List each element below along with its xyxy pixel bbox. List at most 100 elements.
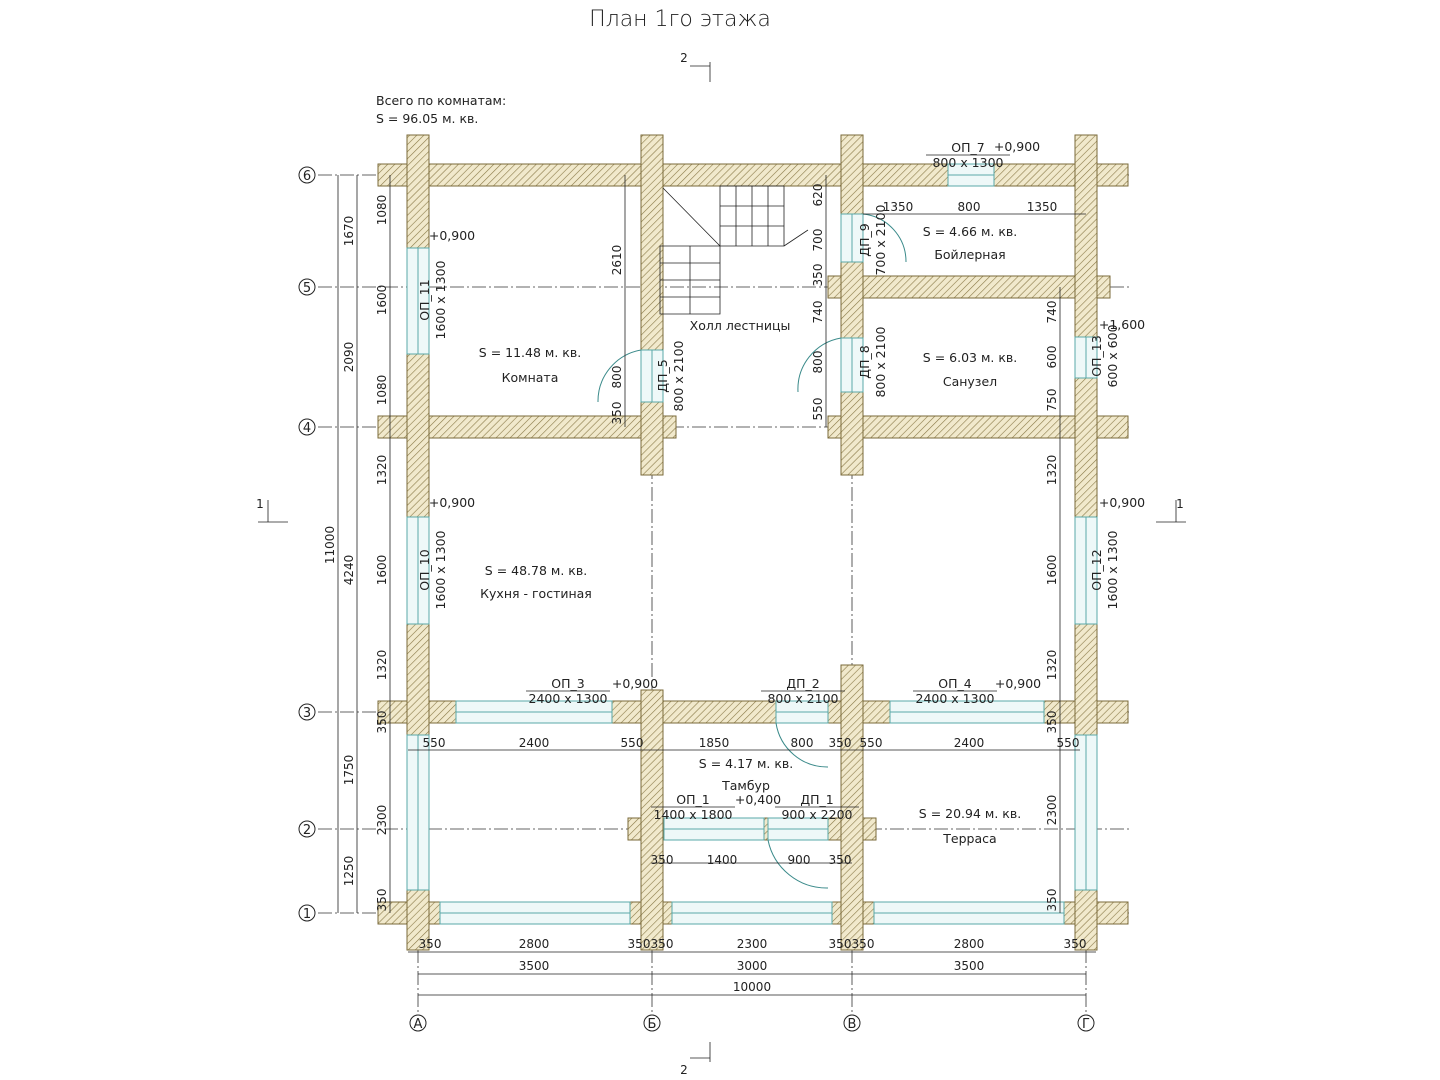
dimension-label: 10000 bbox=[733, 980, 771, 994]
axis-label-row: 3 bbox=[303, 706, 311, 721]
opening-id: ОП_1 bbox=[676, 792, 709, 807]
dimension-label: 350 bbox=[1045, 889, 1059, 912]
dimension-label: 1080 bbox=[375, 195, 389, 226]
opening-size: 800 x 2100 bbox=[873, 326, 888, 397]
door-dp9 bbox=[862, 213, 907, 263]
room-name: Холл лестницы bbox=[690, 318, 791, 333]
opening-id: ОП_10 bbox=[417, 549, 432, 590]
dimension-label: 11000 bbox=[323, 526, 337, 564]
dimension-label: 1670 bbox=[342, 216, 356, 247]
dimension-label: 1080 bbox=[375, 375, 389, 406]
dimension-label: 2090 bbox=[342, 342, 356, 373]
section-mark-left: 1 bbox=[256, 497, 264, 511]
opening-size: 1600 x 1300 bbox=[433, 530, 448, 609]
dimension-label: 750 bbox=[1045, 389, 1059, 412]
dimension-label: 350 bbox=[651, 853, 674, 867]
opening-level: +0,400 bbox=[735, 792, 781, 807]
axis-bubble bbox=[843, 1014, 861, 1032]
dimension-label: 550 bbox=[811, 398, 825, 421]
staircase bbox=[659, 185, 809, 315]
wall bbox=[827, 275, 1111, 299]
section-mark-bottom: 2 bbox=[680, 1063, 688, 1077]
dimension-label: 350 bbox=[375, 889, 389, 912]
axis-label-row: 2 bbox=[303, 823, 311, 838]
dimension-label: 800 bbox=[811, 351, 825, 374]
dimension-label: 600 bbox=[1045, 346, 1059, 369]
room-area: S = 4.17 м. кв. bbox=[699, 756, 793, 771]
dimension-label: 1350 bbox=[1027, 200, 1058, 214]
dimension-label: 1850 bbox=[699, 736, 730, 750]
summary-total: S = 96.05 м. кв. bbox=[376, 111, 478, 126]
opening-level: +0,900 bbox=[429, 228, 475, 243]
opening-level: +0,900 bbox=[429, 495, 475, 510]
dimension-label: 350 bbox=[829, 736, 852, 750]
dimension-label: 800 bbox=[958, 200, 981, 214]
opening-size: 600 x 600 bbox=[1105, 324, 1120, 387]
axis-bubble bbox=[298, 166, 316, 184]
axis-label-row: 6 bbox=[303, 169, 311, 184]
dimension-label: 350 bbox=[811, 264, 825, 287]
dimension-label: 550 bbox=[1057, 736, 1080, 750]
dimension-label: 800 bbox=[610, 366, 624, 389]
dimension-label: 350 bbox=[829, 937, 852, 951]
dimension-label: 1600 bbox=[375, 285, 389, 316]
dimension-label: 350 bbox=[419, 937, 442, 951]
door-dp5 bbox=[597, 349, 642, 403]
axis-bubble bbox=[409, 1014, 427, 1032]
dimension-label: 350 bbox=[610, 402, 624, 425]
opening-id: ОП_3 bbox=[551, 676, 584, 691]
dimension-label: 700 bbox=[811, 229, 825, 252]
dimension-label: 550 bbox=[423, 736, 446, 750]
axis-label-row: 1 bbox=[303, 907, 311, 922]
opening-size: 1600 x 1300 bbox=[433, 260, 448, 339]
wall bbox=[377, 163, 1129, 187]
dimension-label: 350 bbox=[651, 937, 674, 951]
opening-level: +0,900 bbox=[995, 676, 1041, 691]
opening-id: ДП_9 bbox=[857, 223, 872, 256]
dimension-label: 3500 bbox=[954, 959, 985, 973]
dimension-label: 1600 bbox=[375, 555, 389, 586]
axis-label-col: Г bbox=[1082, 1017, 1090, 1032]
axis-label-col: В bbox=[848, 1017, 857, 1032]
opening-id: ДП_8 bbox=[857, 345, 872, 378]
dimension-label: 2400 bbox=[954, 736, 985, 750]
dimension-label: 1320 bbox=[1045, 650, 1059, 681]
opening-id: ОП_11 bbox=[417, 279, 432, 320]
dimension-label: 350 bbox=[1064, 937, 1087, 951]
dimension-label: 2610 bbox=[610, 245, 624, 276]
opening-size: 1400 x 1800 bbox=[654, 807, 733, 822]
opening-id: ДП_2 bbox=[786, 676, 819, 691]
opening-size: 800 x 2100 bbox=[671, 340, 686, 411]
axis-bubble bbox=[298, 703, 316, 721]
opening-level: +0,900 bbox=[1099, 495, 1145, 510]
dimension-label: 2400 bbox=[519, 736, 550, 750]
dimension-label: 3000 bbox=[737, 959, 768, 973]
dimension-label: 740 bbox=[811, 301, 825, 324]
opening-size: 800 x 1300 bbox=[932, 155, 1003, 170]
room-area: S = 11.48 м. кв. bbox=[479, 345, 581, 360]
room-name: Санузел bbox=[943, 374, 997, 389]
room-name: Кухня - гостиная bbox=[480, 586, 592, 601]
dimension-label: 3500 bbox=[519, 959, 550, 973]
room-name: Терраса bbox=[942, 831, 996, 846]
dimension-label: 900 bbox=[788, 853, 811, 867]
room-area: S = 20.94 м. кв. bbox=[919, 806, 1021, 821]
section-mark-top: 2 bbox=[680, 51, 688, 65]
opening-size: 2400 x 1300 bbox=[916, 691, 995, 706]
opening-level: +0,900 bbox=[994, 139, 1040, 154]
dimension-label: 800 bbox=[791, 736, 814, 750]
opening-id: ОП_13 bbox=[1089, 335, 1104, 376]
room-name: Тамбур bbox=[721, 778, 770, 793]
room-name: Бойлерная bbox=[934, 247, 1005, 262]
door-dp1 bbox=[767, 839, 829, 889]
dimension-label: 2300 bbox=[737, 937, 768, 951]
opening-size: 900 x 2200 bbox=[781, 807, 852, 822]
axis-label-col: А bbox=[414, 1017, 423, 1032]
door-dp8 bbox=[797, 337, 842, 393]
dimension-label: 350 bbox=[829, 853, 852, 867]
axis-label-row: 4 bbox=[303, 421, 311, 436]
dimension-label: 350 bbox=[852, 937, 875, 951]
summary-label: Всего по комнатам: bbox=[376, 93, 506, 108]
opening-size: 2400 x 1300 bbox=[529, 691, 608, 706]
opening-id: ОП_12 bbox=[1089, 549, 1104, 590]
